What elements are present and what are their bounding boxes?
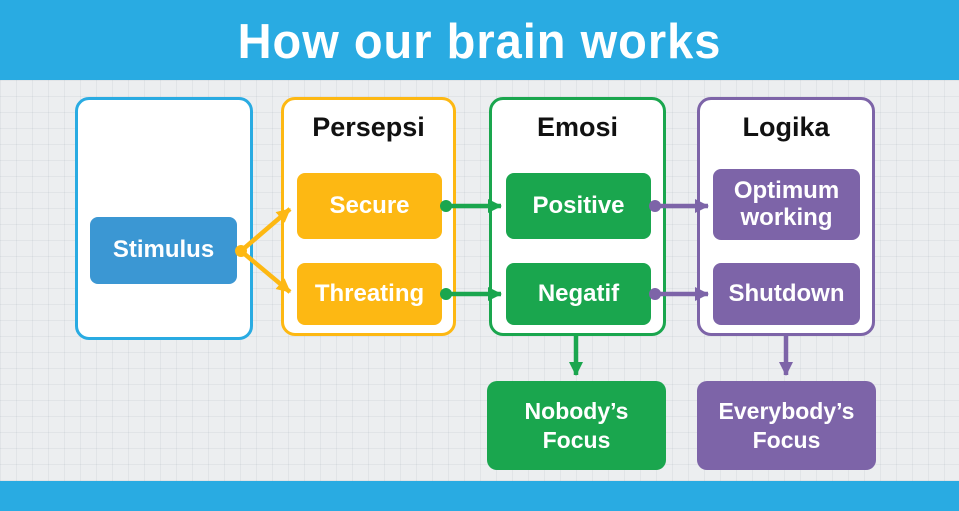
column-header-emosi: Emosi (536, 112, 619, 142)
outcome-everybodys-focus: Everybody’s Focus (697, 381, 876, 470)
column-header-logika: Logika (742, 112, 830, 142)
node-stimulus: Stimulus (90, 217, 237, 284)
node-positive: Positive (506, 173, 651, 239)
column-header-persepsi: Persepsi (312, 112, 425, 142)
title-banner: How our brain works (0, 0, 959, 80)
node-threating: Threating (297, 263, 442, 325)
page-title: How our brain works (237, 12, 722, 68)
node-negatif: Negatif (506, 263, 651, 325)
node-optimum-working: Optimum working (713, 169, 860, 240)
footer-banner (0, 481, 959, 511)
node-shutdown: Shutdown (713, 263, 860, 325)
outcome-nobodys-focus: Nobody’s Focus (487, 381, 666, 470)
node-secure: Secure (297, 173, 442, 239)
